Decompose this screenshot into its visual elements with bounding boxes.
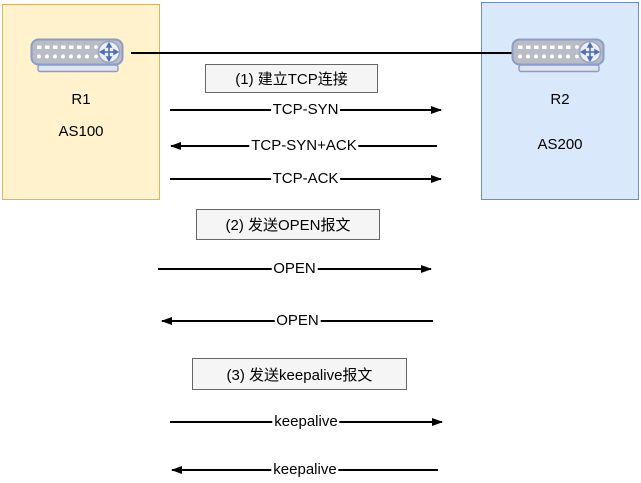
message-arrow-tcp-syn-ack: TCP-SYN+ACK [170,136,437,156]
message-arrow-keepalive-left: keepalive [171,460,438,480]
as-number-as200: AS200 [537,136,583,153]
message-label: OPEN [271,260,318,278]
as100-region [2,4,160,200]
router-icon [30,38,124,73]
message-arrow-open-right: OPEN [158,259,432,279]
peer-link-line [131,52,513,54]
message-label: keepalive [271,461,339,479]
step-1-establish-tcp: (1) 建立TCP连接 [205,64,378,93]
as200-region [481,2,639,200]
message-arrow-tcp-syn: TCP-SYN [170,100,442,120]
message-arrow-tcp-ack: TCP-ACK [170,169,442,189]
message-arrow-open-left: OPEN [161,311,433,331]
message-arrow-keepalive-right: keepalive [170,412,443,432]
arrow-head-right-icon [421,265,432,273]
message-label: TCP-SYN [270,101,341,119]
arrow-head-left-icon [161,317,172,325]
router-name-r1: R1 [71,91,91,108]
cross-arrows-icon [579,41,601,63]
message-label: TCP-ACK [270,170,341,188]
cross-arrows-icon [98,41,120,63]
arrow-head-left-icon [171,466,182,474]
arrow-head-right-icon [431,106,442,114]
message-label: OPEN [274,312,321,330]
router-name-r2: R2 [550,91,570,108]
arrow-head-right-icon [431,175,442,183]
as-number-as100: AS100 [58,123,104,140]
arrow-head-right-icon [432,418,443,426]
arrow-head-left-icon [170,142,181,150]
step-2-send-open: (2) 发送OPEN报文 [196,209,380,240]
step-3-send-keepalive: (3) 发送keepalive报文 [192,358,407,390]
message-label: keepalive [272,413,340,431]
message-label: TCP-SYN+ACK [249,137,359,155]
router-icon [511,38,605,73]
